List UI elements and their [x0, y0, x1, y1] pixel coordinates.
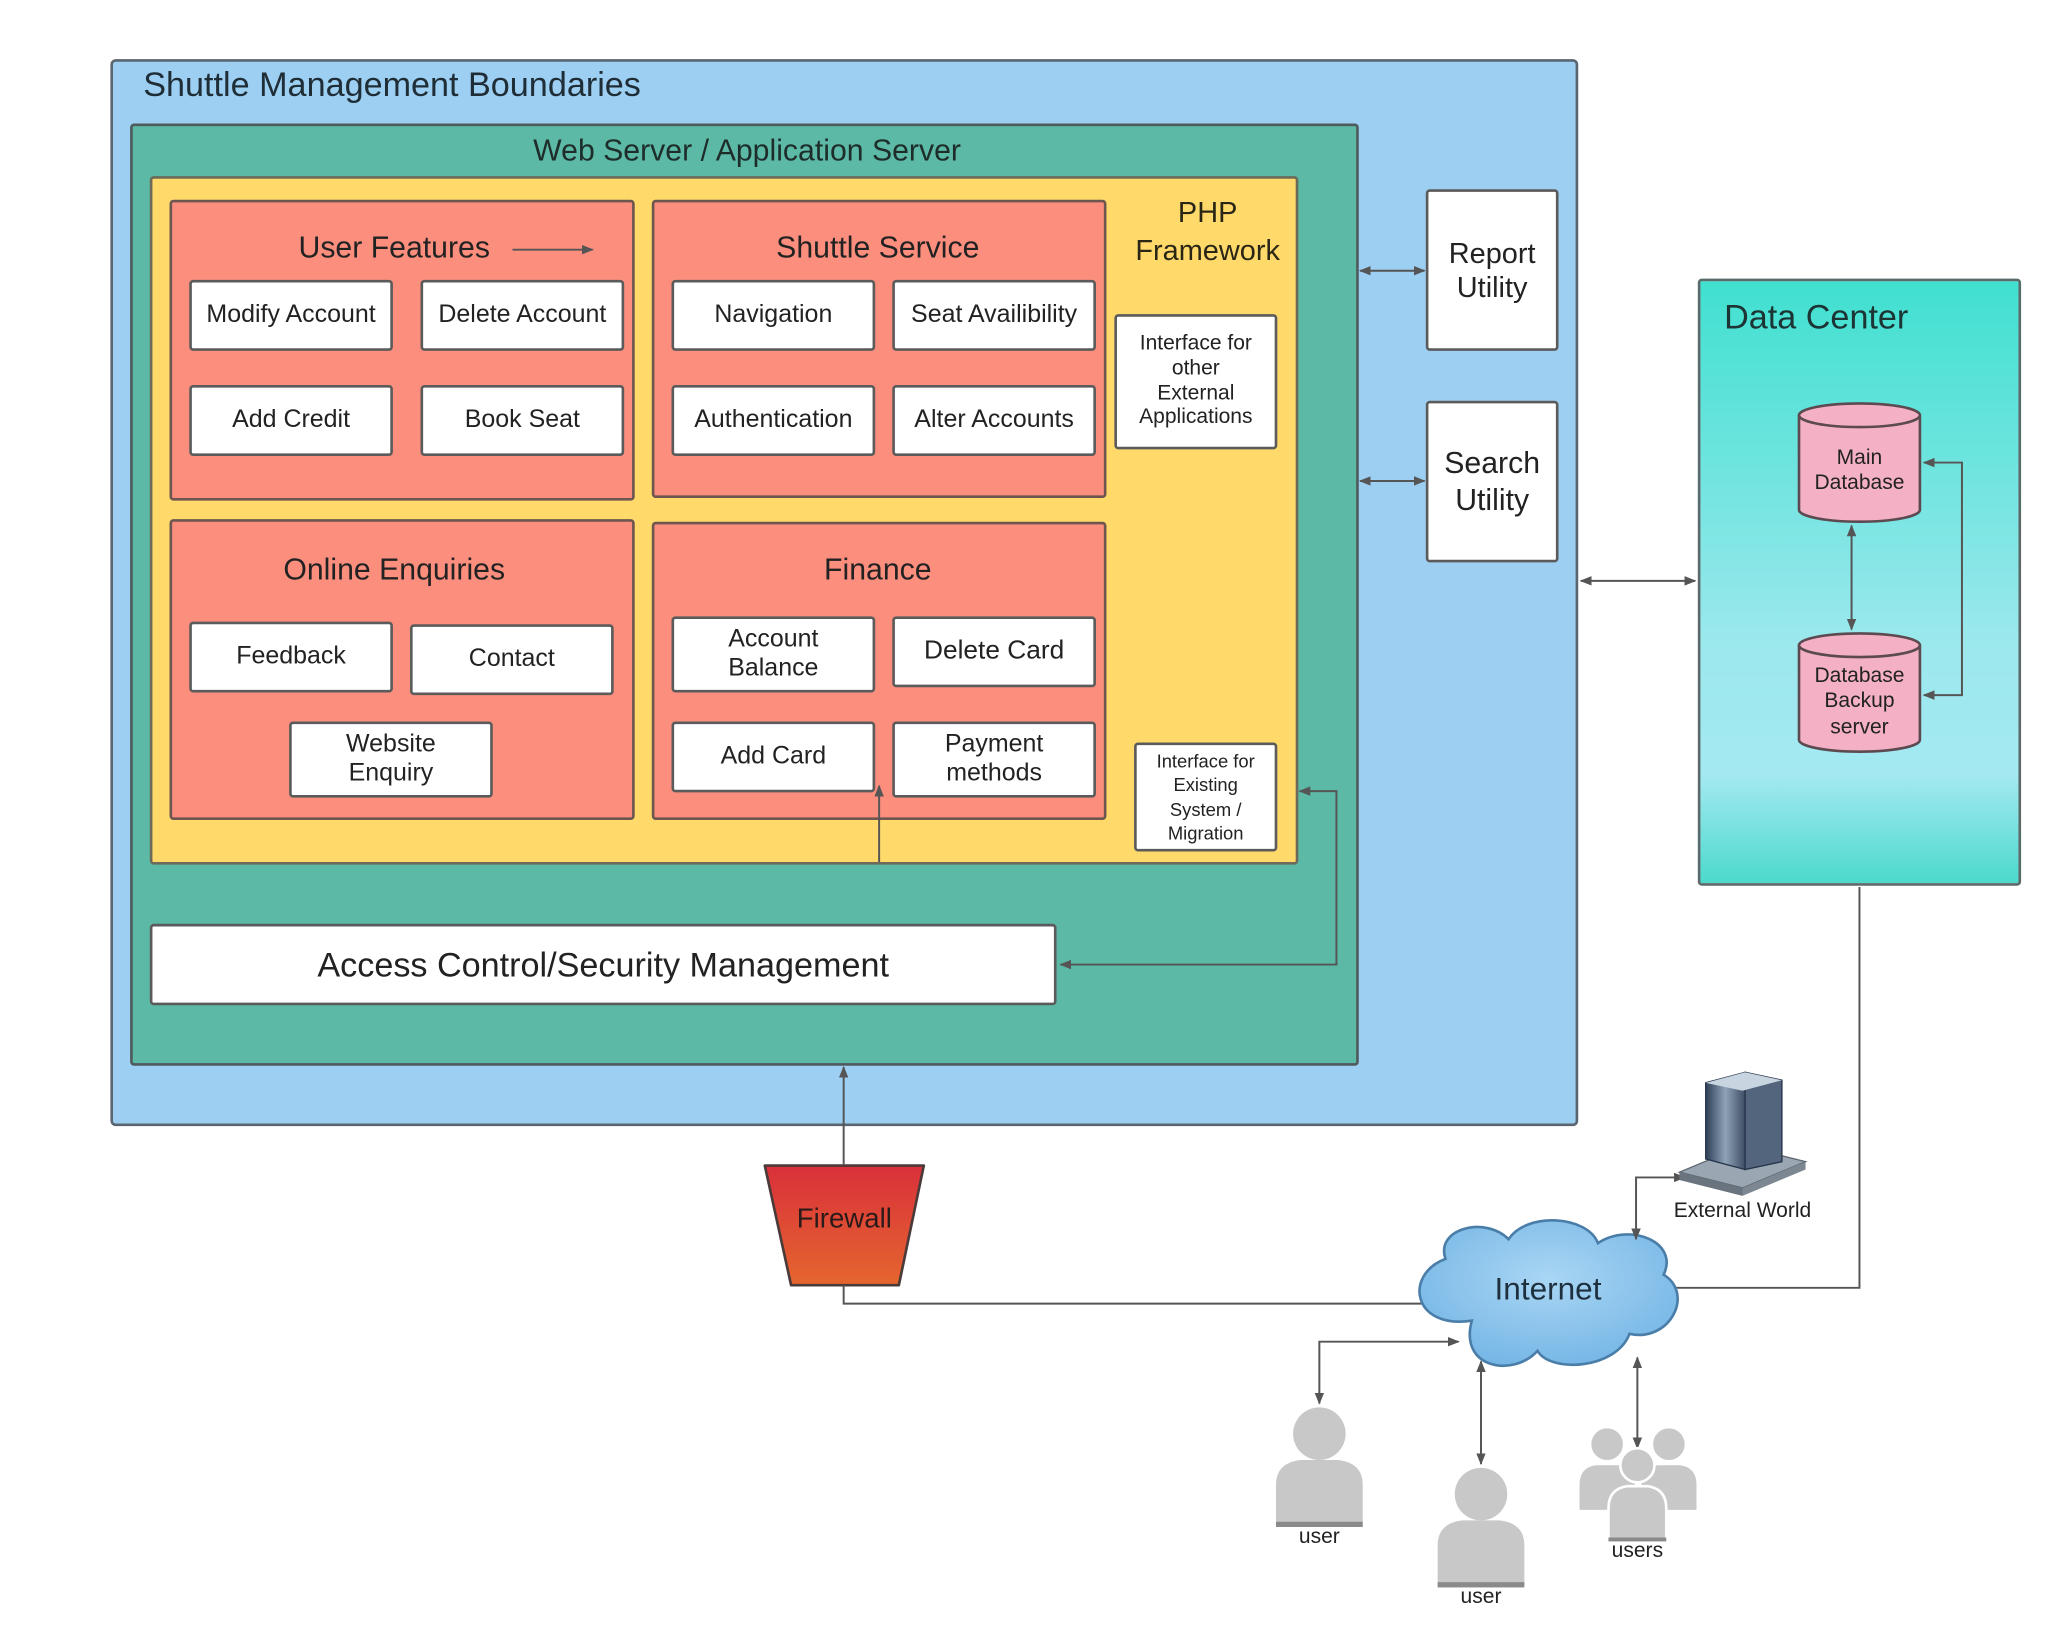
- shuttle-service-title: Shuttle Service: [776, 229, 980, 265]
- alter-accounts-box: Alter Accounts: [892, 385, 1096, 456]
- backup-database-label: Database Backup server: [1814, 665, 1905, 738]
- data-center-title: Data Center: [1724, 296, 1909, 337]
- internet-label: Internet: [1494, 1272, 1602, 1308]
- web-server-title: Web Server / Application Server: [533, 132, 961, 167]
- db-sync-side: [1922, 457, 1963, 700]
- payment-methods-box: Payment methods: [892, 721, 1096, 798]
- search-utility-box: Search Utility: [1425, 400, 1559, 563]
- user-middle-icon: [1437, 1467, 1525, 1588]
- interface-external-apps-box: Interface for other External Application…: [1114, 314, 1278, 450]
- report-utility-box: Report Utility: [1425, 189, 1559, 351]
- main-database-label: Main Database: [1814, 446, 1905, 495]
- feedback-box: Feedback: [189, 621, 393, 693]
- add-card-box: Add Card: [671, 721, 876, 793]
- external-world-connector: [1631, 1172, 1686, 1241]
- user-left-connector: [1314, 1336, 1460, 1405]
- backup-database-cylinder: [1797, 632, 1922, 753]
- book-seat-box: Book Seat: [420, 385, 625, 456]
- firewall-label: Firewall: [796, 1203, 892, 1234]
- add-credit-box: Add Credit: [189, 385, 393, 456]
- user-features-title: User Features: [298, 229, 490, 265]
- account-balance-box: Account Balance: [671, 616, 876, 693]
- main-database-cylinder: [1797, 402, 1922, 524]
- user-left-icon: [1275, 1407, 1363, 1527]
- contact-box: Contact: [409, 624, 614, 696]
- building-icon: [1677, 1071, 1808, 1196]
- boundary-title: Shuttle Management Boundaries: [143, 64, 641, 104]
- users-group-icon: [1576, 1425, 1700, 1542]
- firewall-shape: [763, 1164, 926, 1287]
- php-framework-title: PHP Framework: [1135, 195, 1280, 267]
- user-left-label: user: [1298, 1525, 1340, 1549]
- firewall-internet-connector: [842, 1285, 1424, 1305]
- modify-account-box: Modify Account: [189, 279, 393, 351]
- delete-card-box: Delete Card: [892, 616, 1096, 688]
- online-enquiries-title: Online Enquiries: [283, 551, 506, 587]
- website-enquiry-box: Website Enquiry: [289, 721, 493, 798]
- navigation-box: Navigation: [671, 279, 876, 351]
- user-middle-label: user: [1460, 1586, 1502, 1609]
- data-center-container: Data Center: [1697, 278, 2022, 886]
- users-group-label: users: [1611, 1540, 1664, 1563]
- access-control-box: Access Control/Security Management: [149, 923, 1057, 1006]
- finance-title: Finance: [824, 551, 932, 587]
- external-world-label: External World: [1673, 1199, 1812, 1223]
- authentication-box: Authentication: [671, 385, 876, 456]
- access-control-loop-connector: [1059, 786, 1338, 970]
- datacenter-internet-connector: [1671, 887, 1861, 1289]
- delete-account-box: Delete Account: [420, 279, 625, 351]
- seat-availibility-box: Seat Availibility: [892, 279, 1096, 351]
